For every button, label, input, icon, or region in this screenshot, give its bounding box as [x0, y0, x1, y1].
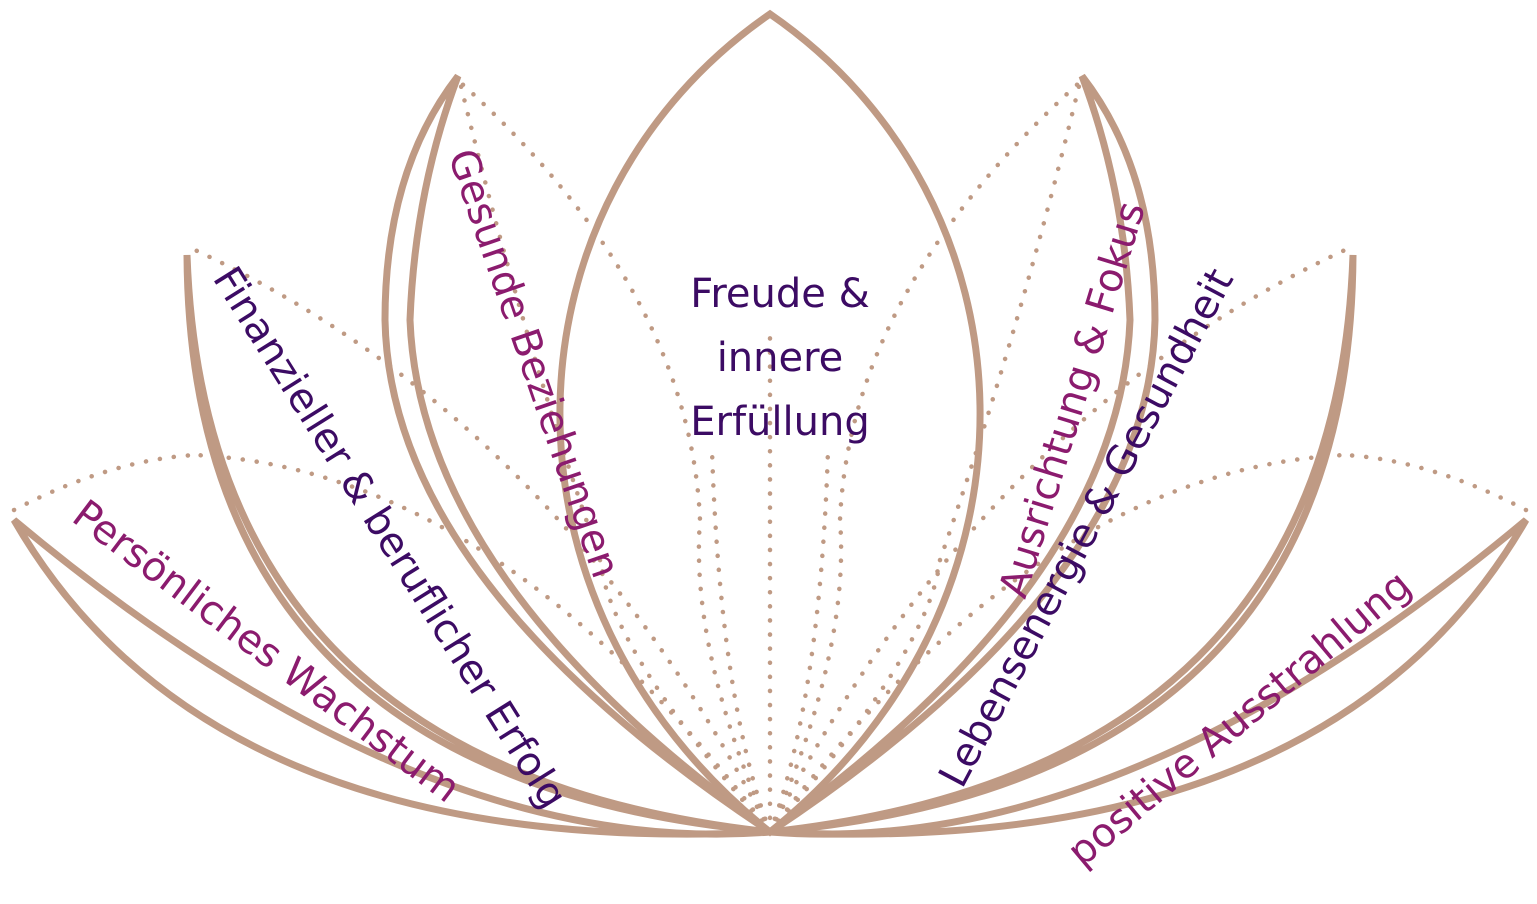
petal-inner-left	[381, 73, 773, 835]
petal-middle-right	[769, 254, 1357, 836]
petal-inner-right	[767, 73, 1159, 835]
petal-middle-left	[183, 254, 771, 836]
petal-outer-left	[10, 517, 771, 838]
vein-outer-right-top	[1342, 452, 1529, 513]
vein-outer-left-top	[11, 452, 198, 513]
vein-inner-left-b	[457, 79, 773, 835]
vein-inner-right-a	[767, 79, 1083, 835]
vein-mid-right	[767, 247, 1348, 835]
vein-center-right	[767, 447, 831, 835]
vein-inner-right-b	[767, 79, 1083, 835]
petal-outlines	[10, 9, 1530, 838]
center-label-line1: Freude &	[690, 271, 870, 317]
vein-inner-left-a	[457, 79, 773, 835]
center-label-line3: Erfüllung	[690, 399, 869, 445]
petal-veins	[11, 79, 1529, 835]
vein-mid-left	[192, 247, 773, 835]
vein-center-left	[709, 447, 773, 835]
petal-center	[556, 9, 984, 837]
petal-outer-right	[769, 517, 1530, 838]
center-label-line2: innere	[717, 335, 844, 381]
center-label: Freude & innere Erfüllung	[690, 271, 870, 445]
